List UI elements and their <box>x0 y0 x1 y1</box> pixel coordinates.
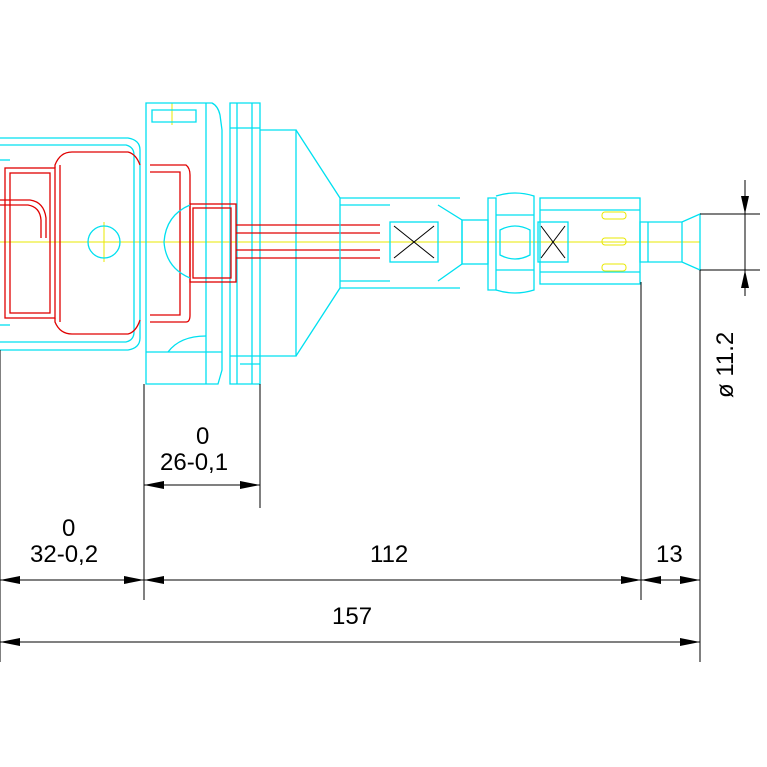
left-body-outline <box>0 137 141 351</box>
dimension-13-value: 13 <box>656 541 683 568</box>
extension-lines <box>0 213 760 662</box>
dimension-26-value: 26-0,1 <box>160 449 228 476</box>
dimension-112: 112 <box>144 541 641 584</box>
dimension-157: 157 <box>0 603 700 646</box>
dimension-32-value: 32-0,2 <box>30 541 98 568</box>
dimension-26: 0 26-0,1 <box>144 423 260 489</box>
middle-connector <box>461 192 535 294</box>
dimension-157-value: 157 <box>332 603 372 630</box>
hex-nut-1 <box>389 204 463 282</box>
dimension-112-value: 112 <box>370 541 408 568</box>
dimension-26-upper: 0 <box>196 423 209 450</box>
right-sleeve <box>539 197 641 285</box>
flange-inner-part <box>150 164 380 323</box>
dimension-32-upper: 0 <box>62 515 75 542</box>
flange-outline <box>145 102 297 385</box>
left-inner-part <box>0 151 141 335</box>
dimension-13: 13 <box>641 541 700 584</box>
dimension-diameter-value: ø 11.2 <box>712 332 739 398</box>
dimension-diameter: ø 11.2 <box>712 180 749 398</box>
dimension-32: 0 32-0,2 <box>0 515 144 584</box>
cone-outline <box>295 129 460 357</box>
hex-nut-2 <box>537 221 569 263</box>
